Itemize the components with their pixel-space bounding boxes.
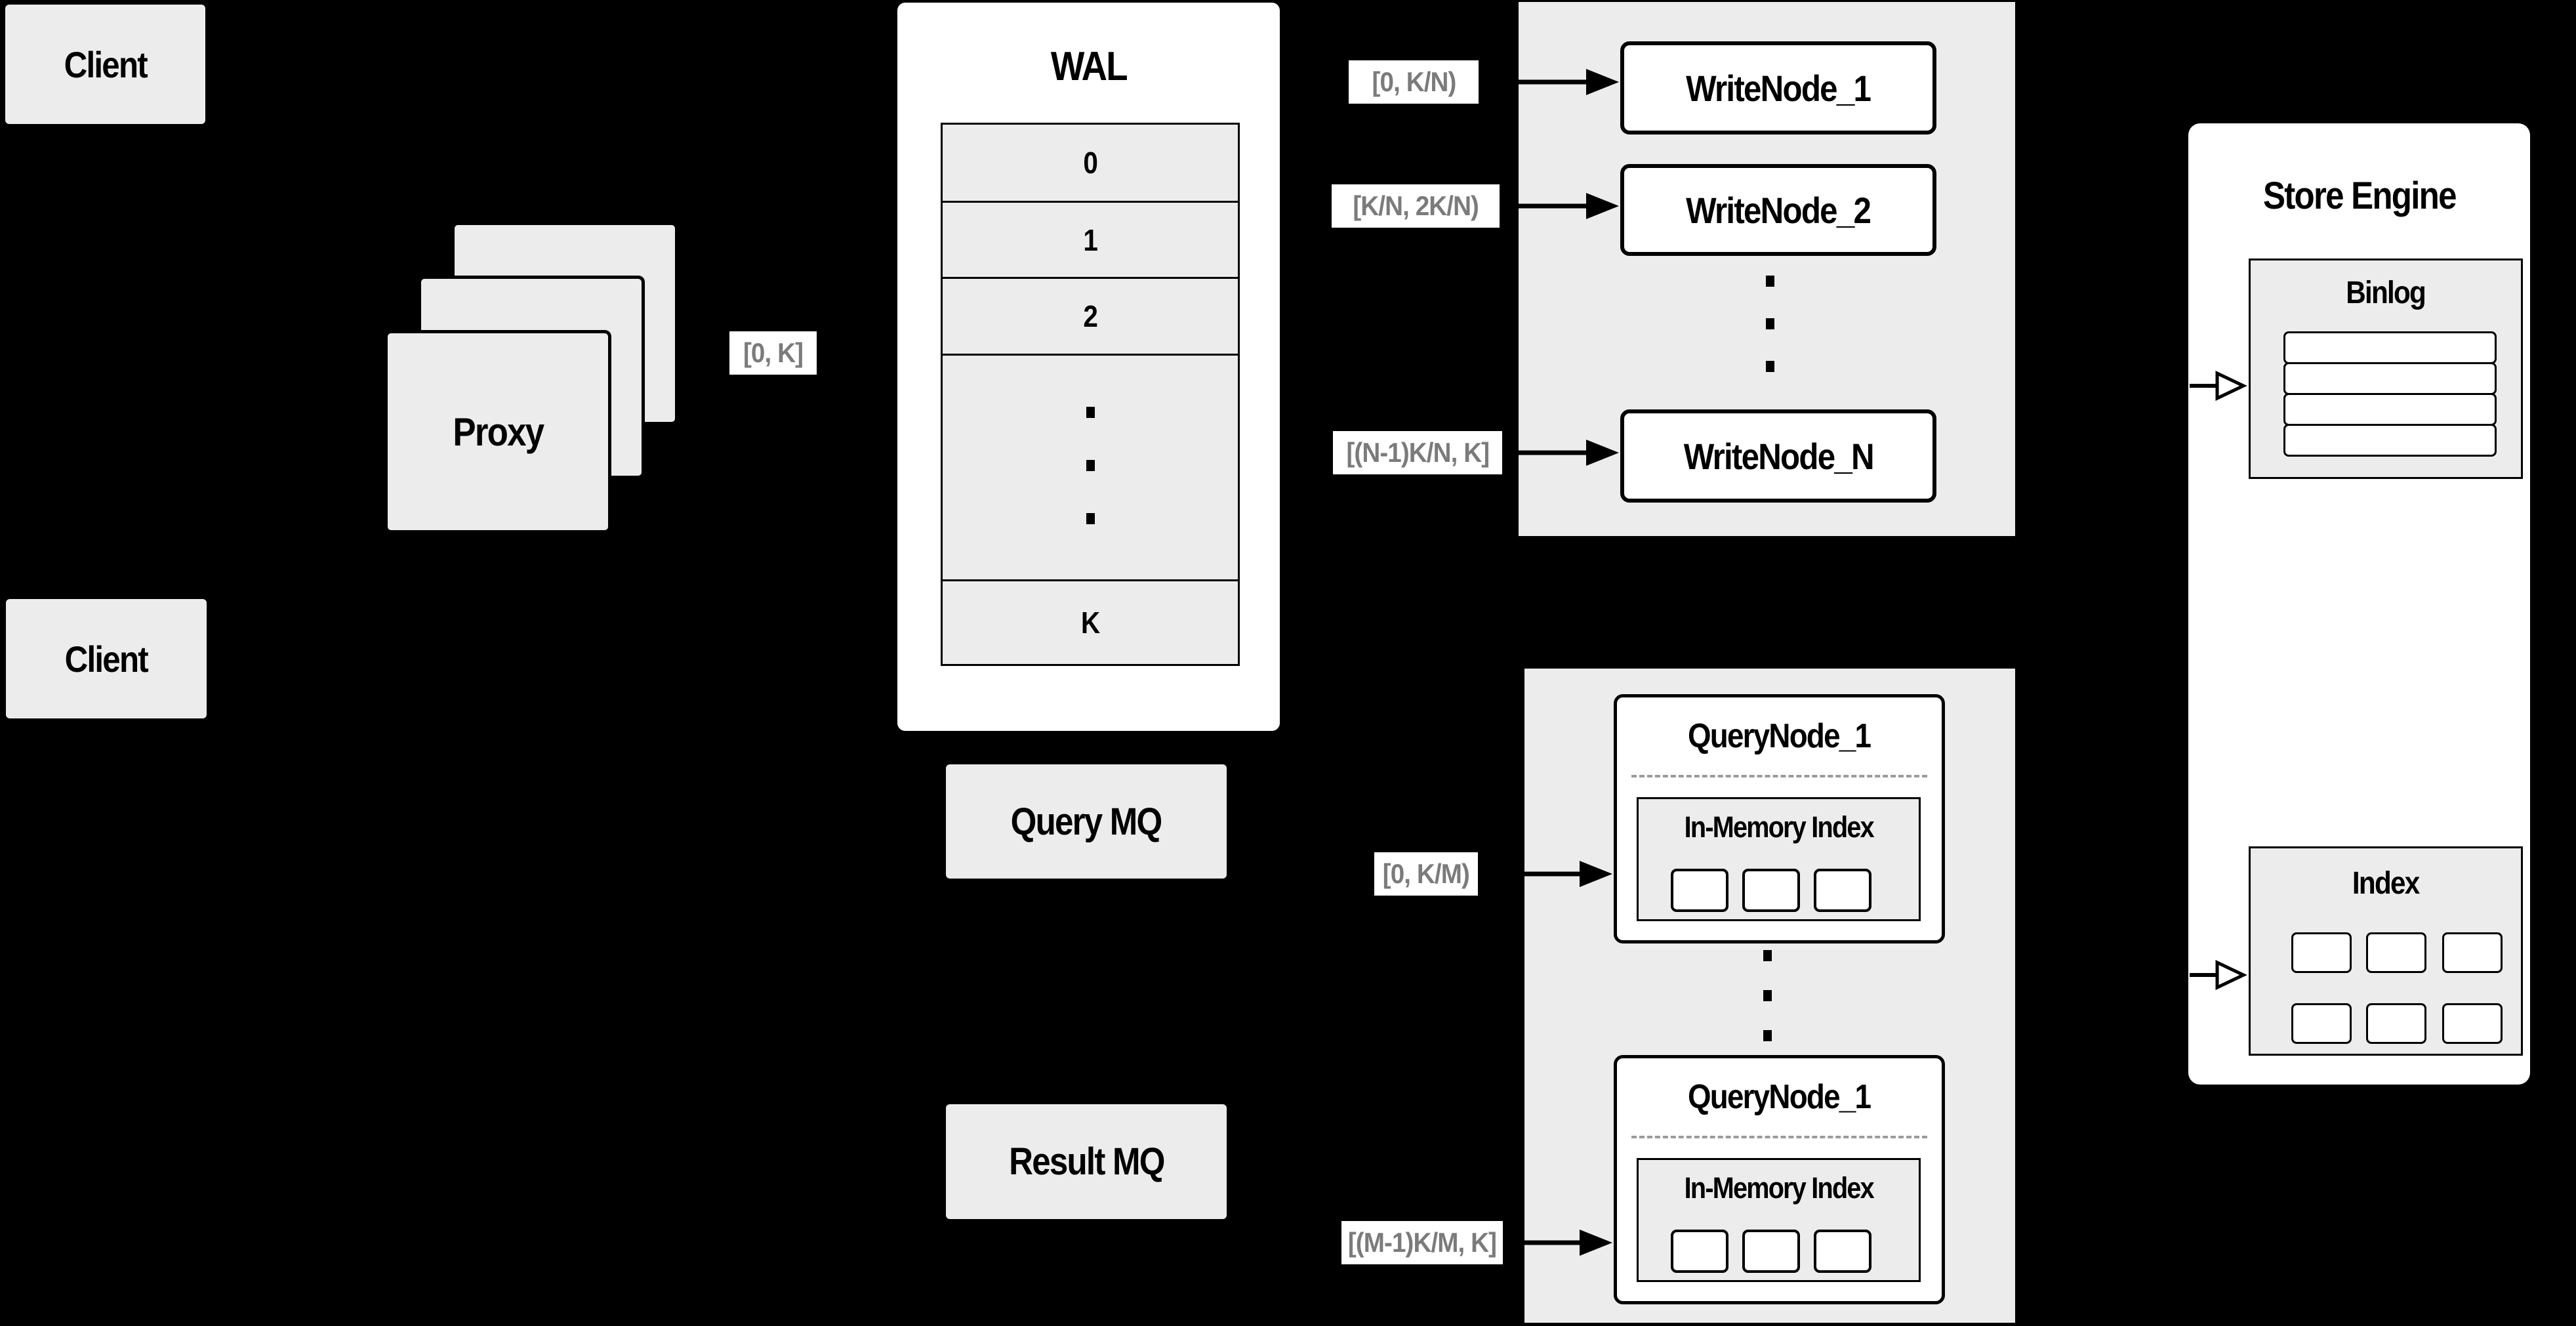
index-cell [2366,1003,2426,1044]
write-node-n: WriteNode_N [1620,409,1936,503]
in-memory-index-bottom: In-Memory Index [1637,1158,1921,1282]
index-cell [2291,1003,2352,1044]
solid-arrow-querynode-bottom-icon [1505,1230,1612,1256]
wal-row-2: 2 [1083,299,1098,333]
in-memory-index-top: In-Memory Index [1637,797,1921,921]
client-bottom-label: Client [64,638,149,680]
index-cell [2442,1003,2503,1044]
proxy-label: Proxy [453,409,544,454]
index-box: Index [2249,846,2523,1056]
index-cell [2291,932,2352,973]
query-node-bottom-divider [1631,1136,1927,1138]
proxy-card-front: Proxy [384,330,611,533]
solid-arrow-writenode-1-icon [1481,69,1619,95]
memory-segment-cell [1671,869,1728,912]
query-mq-label: Query MQ [1011,800,1163,843]
wal-box: WAL 0 1 2 K [897,3,1280,731]
range-label-writenode-2: [K/N, 2K/N) [1332,184,1500,228]
memory-segment-cell [1671,1230,1728,1273]
store-engine-title: Store Engine [2262,174,2457,217]
solid-arrow-writenode-n-icon [1505,440,1619,466]
write-node-1: WriteNode_1 [1620,41,1936,135]
index-cell [2366,932,2426,973]
memory-segment-cell [1814,1230,1871,1273]
in-memory-index-bottom-title: In-Memory Index [1684,1171,1874,1205]
wal-ellipsis-dots [943,407,1238,524]
query-node-top: QueryNode_1 In-Memory Index [1614,694,1945,943]
write-node-ellipsis-dots [1766,276,1774,372]
solid-arrow-querynode-top-icon [1481,861,1612,887]
query-node-bottom-title: QueryNode_1 [1688,1078,1871,1116]
wal-divider-1 [943,201,1238,203]
wal-row-k: K [1081,606,1100,640]
wal-row-1: 1 [1083,222,1098,257]
query-node-ellipsis-dots [1763,950,1772,1041]
wal-divider-3 [943,354,1238,356]
memory-segment-cell [1742,869,1800,912]
binlog-row [2283,393,2497,426]
result-mq-box: Result MQ [946,1104,1227,1219]
memory-segment-cell [1742,1230,1800,1273]
index-cell [2442,932,2503,973]
range-label-proxy-wal: [0, K] [729,331,817,375]
wal-title: WAL [1050,43,1128,89]
query-node-top-title: QueryNode_1 [1688,717,1871,755]
store-engine-box: Store Engine Binlog Index [2188,123,2530,1085]
wal-divider-4 [943,579,1238,581]
query-mq-box: Query MQ [946,764,1227,879]
solid-arrow-writenode-2-icon [1502,193,1619,219]
wal-row-0: 0 [1083,146,1098,180]
range-label-writenode-n: [(N-1)K/N, K] [1333,431,1502,474]
index-title: Index [2352,865,2420,901]
binlog-title: Binlog [2346,275,2427,310]
in-memory-index-top-title: In-Memory Index [1684,810,1874,844]
wal-table: 0 1 2 K [941,123,1240,666]
range-label-writenode-1: [0, K/N) [1349,60,1479,104]
binlog-row [2283,362,2497,395]
hollow-arrow-binlog-icon [2190,371,2247,401]
write-node-2: WriteNode_2 [1620,164,1936,256]
hollow-arrow-index-icon [2190,960,2247,990]
result-mq-label: Result MQ [1008,1140,1165,1183]
wal-divider-2 [943,277,1238,279]
client-top-label: Client [64,43,148,85]
memory-segment-cell [1814,869,1871,912]
binlog-box: Binlog [2249,259,2523,479]
binlog-row [2283,424,2497,457]
range-label-querynode-top: [0, K/M) [1374,852,1478,896]
client-box-bottom: Client [6,599,207,718]
binlog-row [2283,331,2497,364]
client-box-top: Client [5,5,205,124]
range-label-querynode-bottom: [(M-1)K/M, K] [1341,1221,1503,1264]
query-node-top-divider [1631,775,1927,777]
query-node-bottom: QueryNode_1 In-Memory Index [1614,1055,1945,1304]
